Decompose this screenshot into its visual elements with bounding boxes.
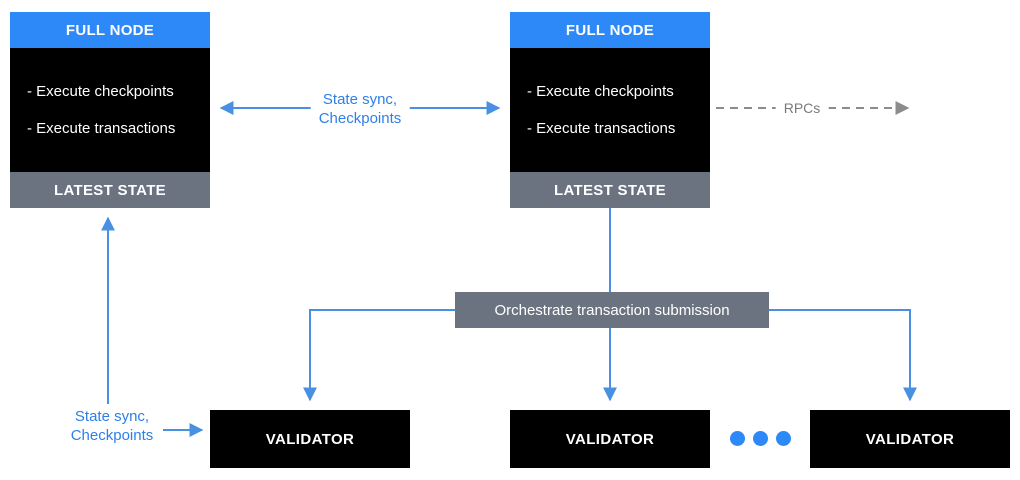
state-sync-top-label-line: State sync,	[322, 91, 398, 108]
full-node-right-footer: LATEST STATE	[510, 172, 710, 208]
full-node-right-header: FULL NODE	[510, 12, 710, 48]
full-node-right-body: - Execute checkpoints - Execute transact…	[510, 48, 710, 172]
full-node-left-footer: LATEST STATE	[10, 172, 210, 208]
ellipsis-dot	[775, 430, 791, 446]
ellipsis-dot	[729, 430, 745, 446]
rpcs-label: RPCs	[775, 99, 829, 118]
full-node-left-body-line: - Execute checkpoints	[27, 83, 174, 100]
orchestrator-box: Orchestrate transaction submission	[455, 292, 769, 328]
ellipsis-dots	[710, 430, 810, 446]
validator-left: VALIDATOR	[210, 410, 410, 468]
state-sync-bottom-label: State sync, Checkpoints	[66, 407, 158, 445]
state-sync-bottom-label-line: Checkpoints	[70, 427, 154, 444]
ellipsis-dot	[752, 430, 768, 446]
state-sync-top-label-line: Checkpoints	[318, 110, 402, 127]
full-node-left-body: - Execute checkpoints - Execute transact…	[10, 48, 210, 172]
state-sync-top-label: State sync, Checkpoints	[310, 90, 410, 128]
full-node-right: FULL NODE - Execute checkpoints - Execut…	[510, 12, 710, 208]
validator-middle: VALIDATOR	[510, 410, 710, 468]
orchestrator-to-left-validator-arrow	[303, 309, 455, 402]
full-node-left-body-line: - Execute transactions	[27, 120, 176, 137]
full-node-left-header: FULL NODE	[10, 12, 210, 48]
state-sync-bottom-label-line: State sync,	[74, 408, 150, 425]
full-node-left: FULL NODE - Execute checkpoints - Execut…	[10, 12, 210, 208]
orchestrator-to-right-validator-arrow	[769, 309, 917, 402]
full-node-right-body-line: - Execute checkpoints	[527, 83, 674, 100]
full-node-right-body-line: - Execute transactions	[527, 120, 676, 137]
validator-right: VALIDATOR	[810, 410, 1010, 468]
